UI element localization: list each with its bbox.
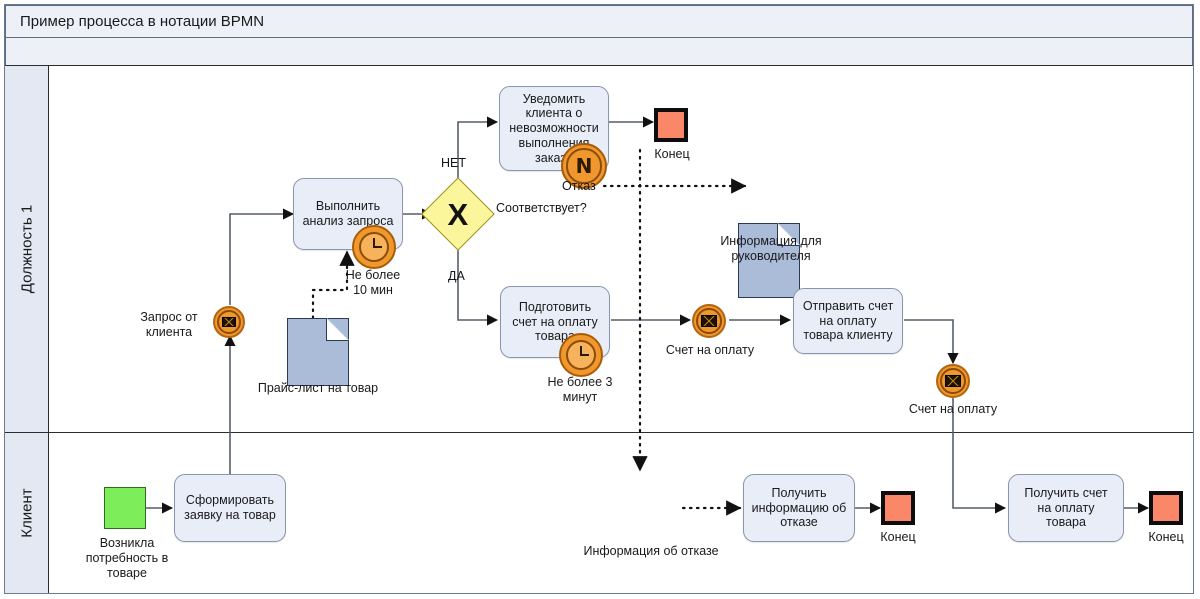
timer-marker-analyze[interactable] bbox=[352, 225, 396, 269]
label-gateway-matches: Соответствует? bbox=[496, 201, 587, 215]
envelope-icon bbox=[701, 315, 717, 327]
message-event-ring bbox=[696, 308, 722, 334]
lane-header-client: Клиент bbox=[5, 433, 49, 593]
data-object-manager-info bbox=[738, 223, 800, 298]
start-event-client-need[interactable] bbox=[104, 487, 146, 529]
pool-title-bar: Пример процесса в нотации BPMN bbox=[5, 5, 1193, 38]
label-manager-info: Информация для руководителя bbox=[720, 234, 822, 263]
message-event-invoice-right[interactable] bbox=[936, 364, 970, 398]
label-end-client-reject: Конец bbox=[880, 530, 916, 544]
timer-marker-prepare-invoice[interactable] bbox=[559, 333, 603, 377]
label-flow-no: НЕТ bbox=[441, 156, 466, 170]
label-reject: Отказ bbox=[562, 179, 596, 193]
end-event-client-reject[interactable] bbox=[881, 491, 915, 525]
task-get-reject-info[interactable]: Получить информацию об отказе bbox=[743, 474, 855, 542]
task-send-invoice[interactable]: Отправить счет на оплату товара клиенту bbox=[793, 288, 903, 354]
message-event-request-from-client[interactable] bbox=[213, 306, 245, 338]
lane-label-position1: Должность 1 bbox=[18, 204, 35, 294]
label-flow-yes: ДА bbox=[448, 269, 465, 283]
end-event-client-invoice[interactable] bbox=[1149, 491, 1183, 525]
message-event-ring bbox=[940, 368, 966, 394]
clock-icon bbox=[565, 339, 597, 371]
lane-label-client: Клиент bbox=[18, 488, 35, 538]
lane-header-position1: Должность 1 bbox=[5, 66, 49, 432]
message-event-invoice-mid[interactable] bbox=[692, 304, 726, 338]
label-end-top: Конец bbox=[654, 147, 690, 161]
pool-subheader-bar bbox=[5, 38, 1193, 66]
page-title: Пример процесса в нотации BPMN bbox=[20, 13, 265, 30]
data-object-price-list bbox=[287, 318, 349, 386]
envelope-icon bbox=[221, 316, 237, 328]
escalation-marker-reject[interactable]: Ν bbox=[561, 143, 607, 189]
task-notify-client-reject[interactable]: Уведомить клиента о невозможности выполн… bbox=[499, 86, 609, 171]
label-timer-analyze: Не более 10 мин bbox=[345, 268, 401, 297]
label-invoice-right: Счет на оплату bbox=[908, 402, 998, 416]
envelope-icon bbox=[945, 375, 961, 387]
clock-icon bbox=[358, 231, 390, 263]
label-invoice-mid: Счет на оплату bbox=[665, 343, 755, 357]
label-end-client-invoice: Конец bbox=[1148, 530, 1184, 544]
label-reject-info: Информация об отказе bbox=[583, 544, 719, 558]
label-timer-prepare-invoice: Не более 3 минут bbox=[547, 375, 613, 404]
escalation-icon: Ν bbox=[566, 148, 602, 184]
label-start-client-need: Возникла потребность в товаре bbox=[85, 536, 169, 580]
gateway-x-icon: X bbox=[447, 196, 469, 232]
task-get-invoice[interactable]: Получить счет на оплату товара bbox=[1008, 474, 1124, 542]
label-request-from-client: Запрос от клиента bbox=[140, 310, 198, 339]
task-form-request[interactable]: Сформировать заявку на товар bbox=[174, 474, 286, 542]
doc-fold-icon bbox=[326, 318, 349, 341]
end-event-top[interactable] bbox=[654, 108, 688, 142]
label-price-list: Прайс-лист на товар bbox=[257, 381, 379, 395]
message-event-ring bbox=[216, 309, 242, 335]
